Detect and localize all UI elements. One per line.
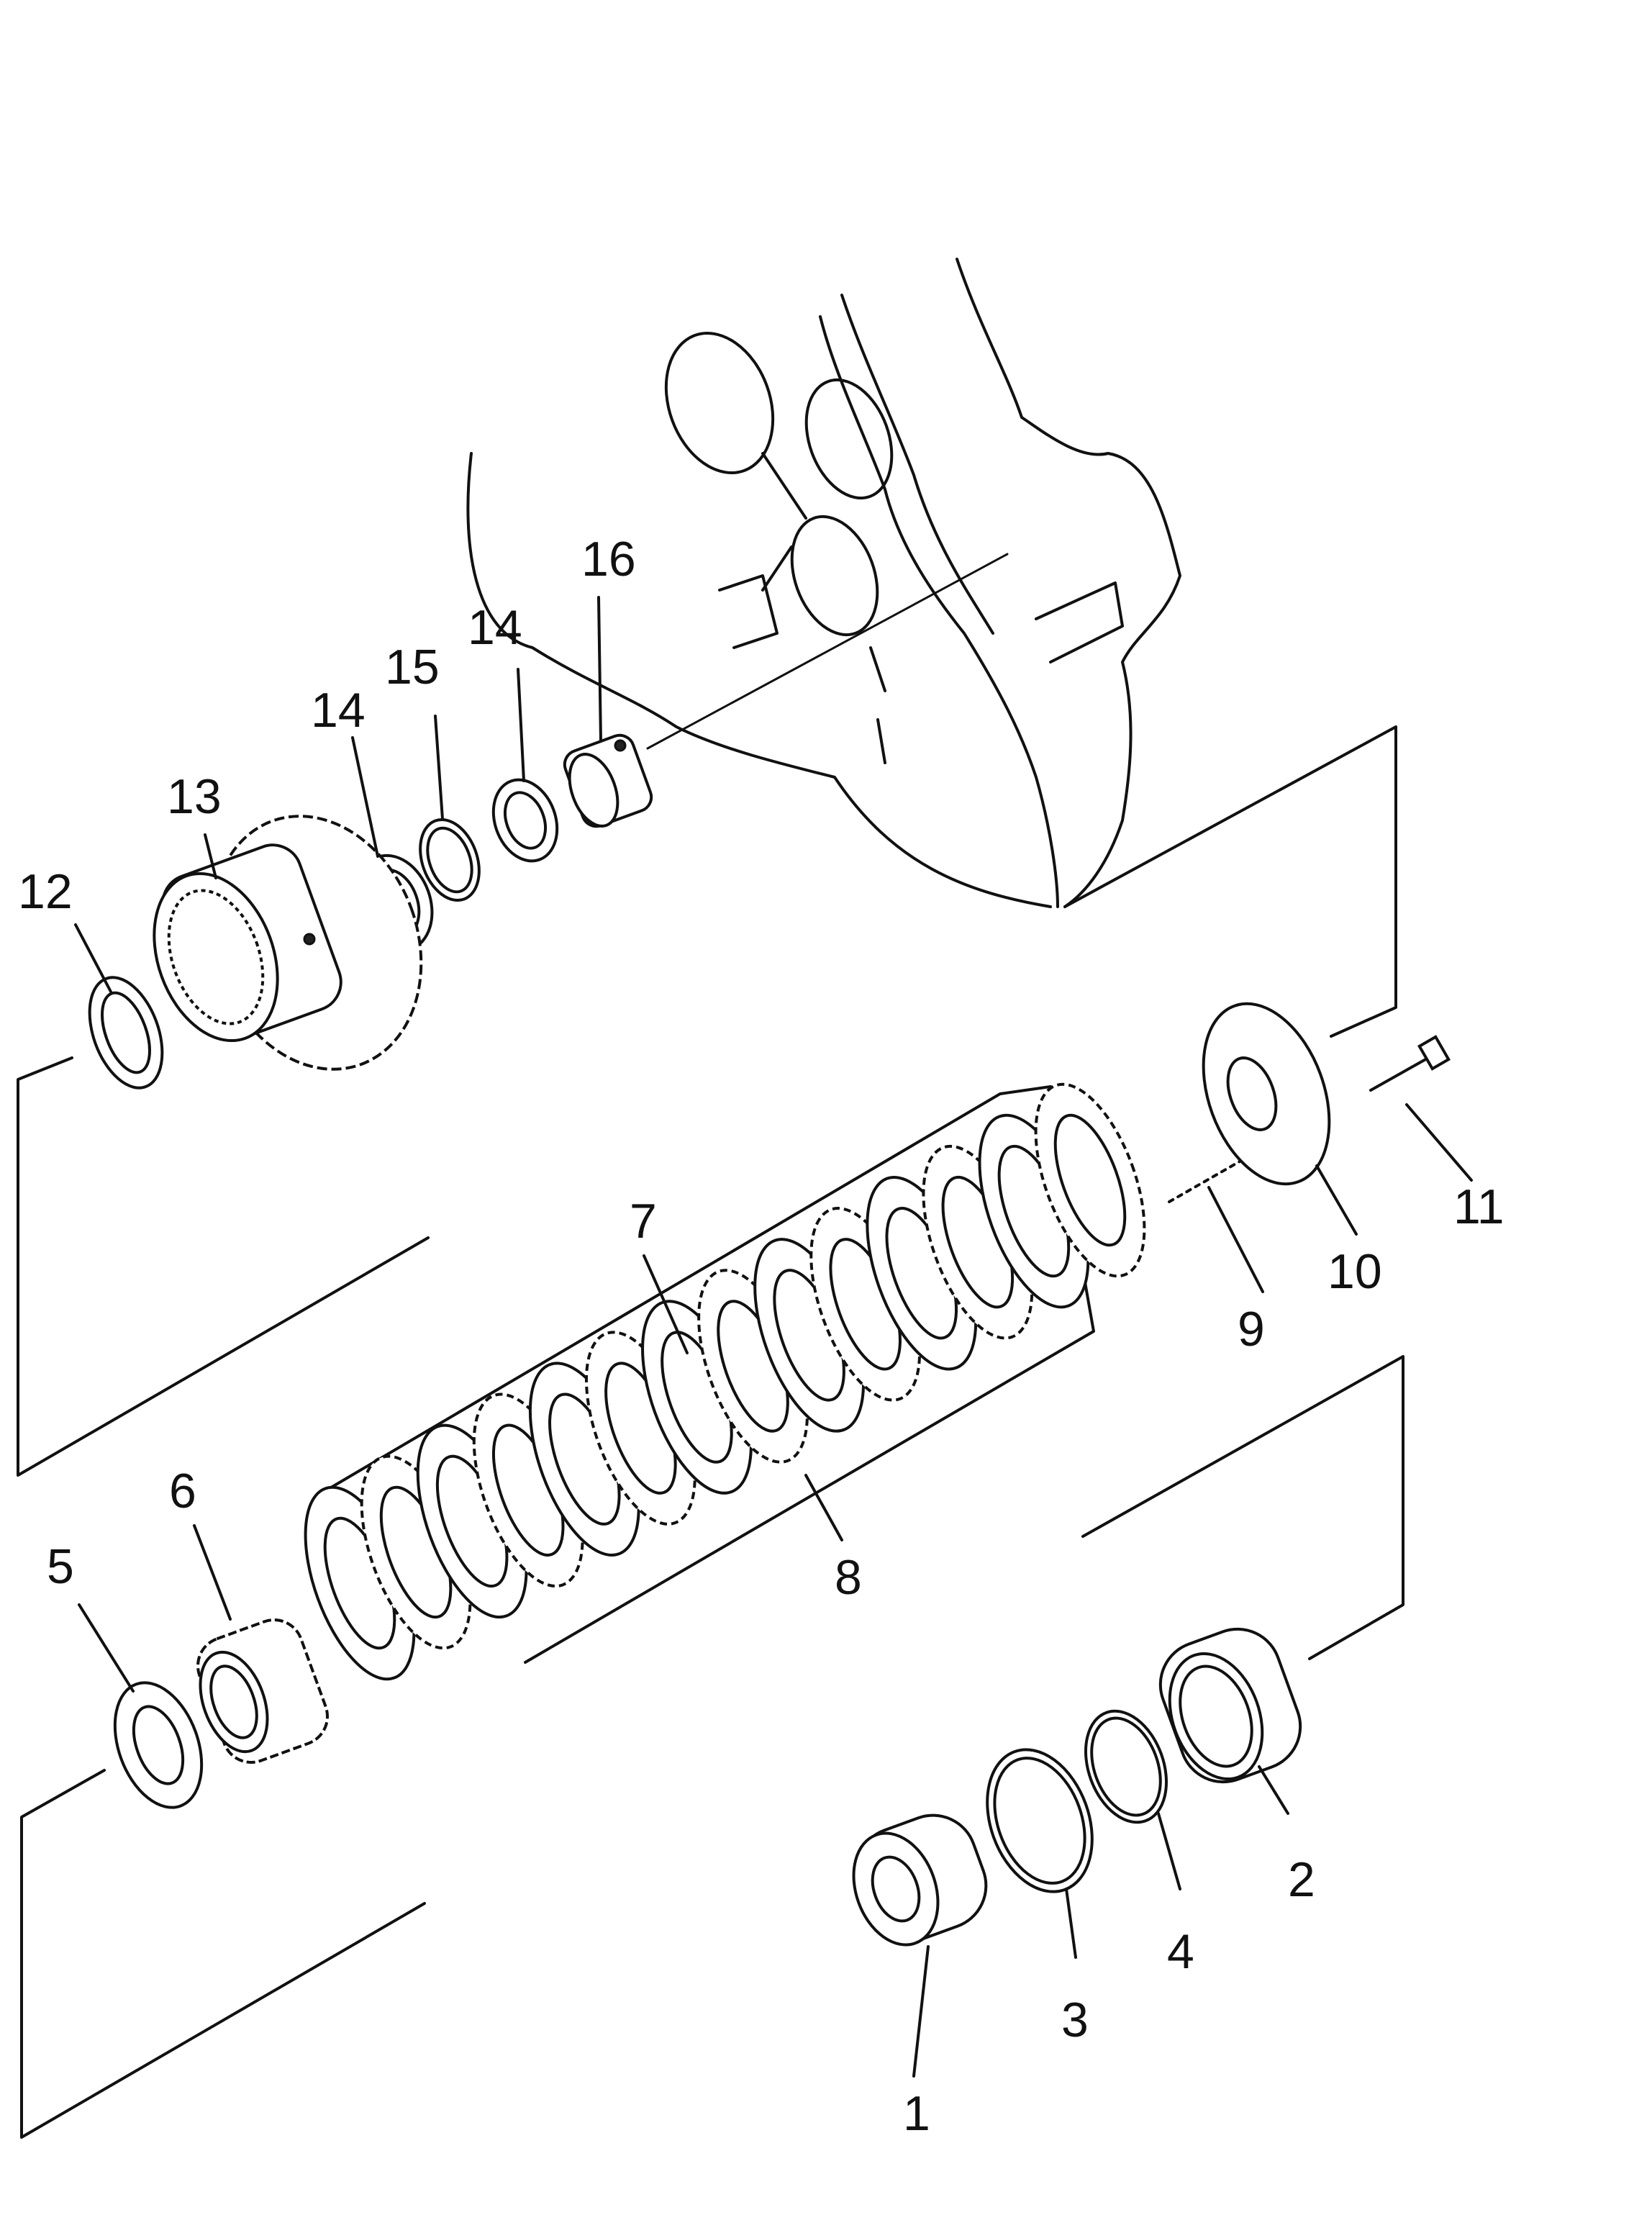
group-bracket-bottom (20, 1769, 426, 2139)
spring-9 (1168, 1157, 1246, 1203)
retainer-plate-5 (113, 1681, 204, 1809)
label-part-13: 13 (167, 769, 222, 824)
label-part-3: 3 (1061, 1993, 1089, 2047)
shaft-axis-line (646, 553, 1009, 750)
label-part-10: 10 (1328, 1244, 1382, 1299)
thrust-washer-12 (88, 976, 164, 1090)
part-labels: 16 14 15 14 13 12 7 8 9 10 11 6 5 2 4 3 … (18, 532, 1504, 2141)
label-part-14b: 14 (468, 600, 522, 655)
snap-ring-15 (419, 817, 481, 902)
seal-ring-3 (986, 1748, 1094, 1893)
hub-gear-6 (196, 1618, 329, 1764)
label-part-8: 8 (835, 1550, 862, 1605)
label-part-7: 7 (630, 1194, 657, 1249)
label-part-2: 2 (1288, 1852, 1315, 1907)
gear-drum-13 (153, 815, 423, 1071)
bearing-race-14b (491, 778, 559, 863)
label-part-11: 11 (1453, 1179, 1504, 1234)
bolt-11 (1369, 1035, 1451, 1092)
label-part-12: 12 (18, 864, 73, 919)
label-part-5: 5 (47, 1539, 74, 1594)
leader-lines (74, 596, 1473, 2078)
bearing-sleeve-16 (563, 733, 653, 828)
group-bracket-right (1081, 1355, 1404, 1660)
seal-ring-4 (1084, 1709, 1168, 1824)
label-part-15: 15 (385, 640, 440, 694)
label-part-4: 4 (1167, 1924, 1194, 1979)
label-part-6: 6 (169, 1464, 196, 1518)
group-bracket-top (17, 725, 1397, 1477)
piston-housing-2 (1158, 1627, 1302, 1784)
label-part-14a: 14 (311, 683, 366, 738)
piston-plate-10 (1202, 1002, 1331, 1186)
label-part-16: 16 (581, 532, 636, 586)
plate-bore (1053, 1113, 1127, 1247)
piston-1 (852, 1813, 988, 1947)
clutch-pack (304, 1082, 1146, 1681)
label-part-1: 1 (903, 2086, 930, 2141)
label-part-9: 9 (1238, 1302, 1265, 1356)
transmission-housing (466, 258, 1181, 908)
